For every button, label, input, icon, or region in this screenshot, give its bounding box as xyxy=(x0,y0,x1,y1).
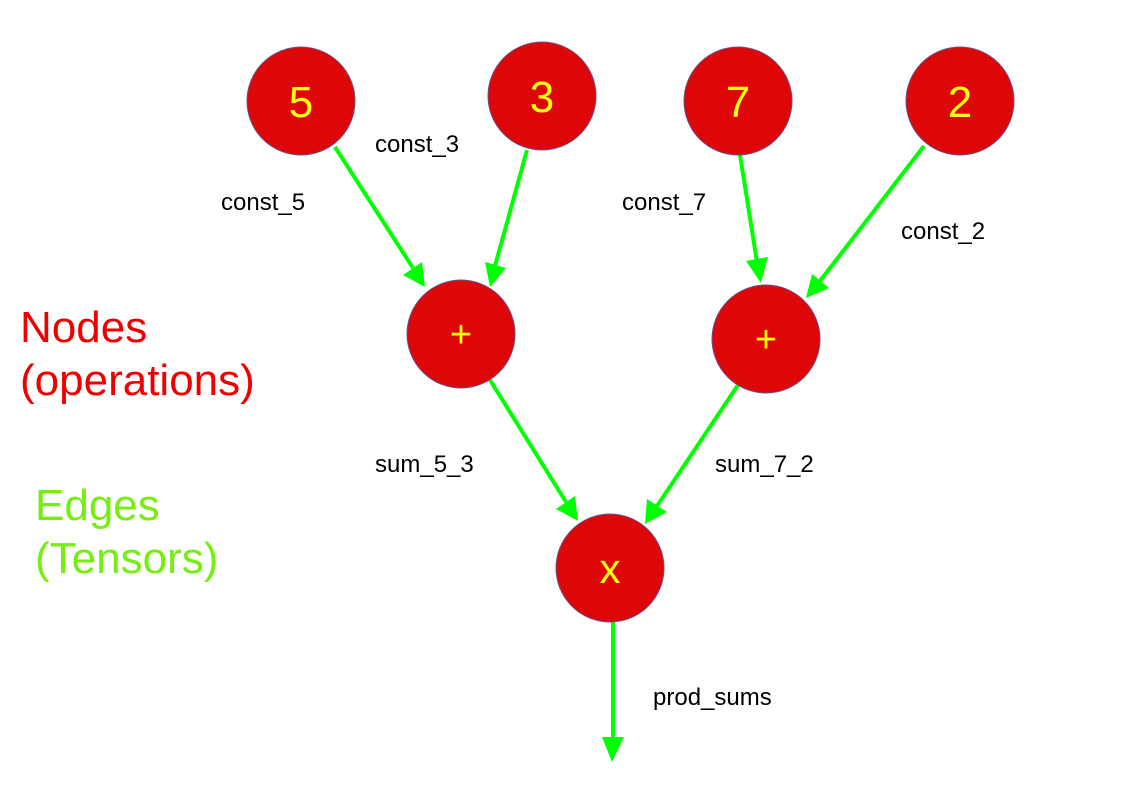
edges xyxy=(333,144,926,762)
edge-const-2-arrowhead xyxy=(806,274,829,298)
legend-edges-subtitle: (Tensors) xyxy=(35,534,219,583)
edge-sum-7-2-arrowhead xyxy=(645,499,667,524)
node-const-3: 3 xyxy=(487,41,597,151)
edge-label-sum-7-2: sum_7_2 xyxy=(715,451,814,478)
edge-const-5-arrowhead xyxy=(403,262,425,287)
edge-const-3 xyxy=(493,149,529,267)
edge-label-sum-5-3: sum_5_3 xyxy=(375,451,474,478)
edge-label-const-7: const_7 xyxy=(622,189,707,216)
legend-nodes-subtitle: (operations) xyxy=(20,356,255,405)
nodes: 5 3 7 2 + + x xyxy=(246,41,1015,623)
edge-label-const-2: const_2 xyxy=(901,218,986,245)
node-sum-7-2: + xyxy=(711,284,821,394)
edge-sum-5-3-arrowhead xyxy=(556,496,578,521)
node-label: 5 xyxy=(289,78,313,127)
edge-sum-7-2 xyxy=(655,383,740,508)
node-label: + xyxy=(755,319,777,361)
edge-sum-5-3 xyxy=(488,378,568,504)
node-sum-5-3: + xyxy=(406,279,516,389)
node-const-2: 2 xyxy=(905,46,1015,156)
node-prod: x xyxy=(555,513,665,623)
node-label: x xyxy=(600,545,621,592)
edge-const-3-arrowhead xyxy=(485,262,506,287)
legend-edges-title: Edges xyxy=(35,481,160,530)
node-const-7: 7 xyxy=(683,46,793,156)
node-label: + xyxy=(450,314,472,356)
node-label: 3 xyxy=(530,73,554,122)
edge-label-const-5: const_5 xyxy=(221,189,306,216)
edge-const-5 xyxy=(333,145,415,270)
edge-const-2 xyxy=(818,144,926,283)
legend-nodes: Nodes (operations) xyxy=(20,301,255,407)
edge-label-prod-sums: prod_sums xyxy=(653,684,772,711)
node-label: 2 xyxy=(948,78,972,127)
legend-nodes-title: Nodes xyxy=(20,303,148,352)
node-const-5: 5 xyxy=(246,46,356,156)
node-label: 7 xyxy=(726,78,750,127)
legend-edges: Edges (Tensors) xyxy=(35,479,218,585)
edge-const-7 xyxy=(738,154,759,263)
edge-label-const-3: const_3 xyxy=(375,131,460,158)
edge-prod-sums-arrowhead xyxy=(602,737,624,762)
edge-const-7-arrowhead xyxy=(746,257,768,283)
